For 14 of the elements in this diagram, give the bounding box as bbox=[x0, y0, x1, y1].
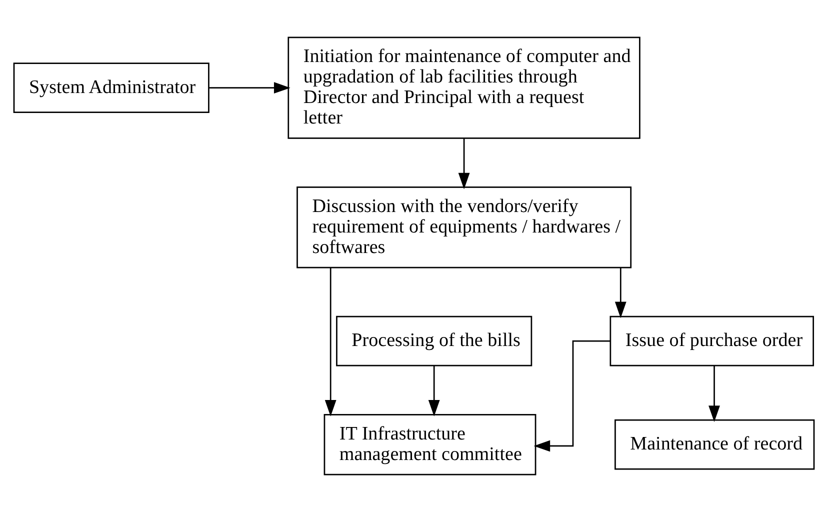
node-box: Processing of the bills bbox=[336, 315, 532, 366]
node-box: Maintenance of record bbox=[614, 418, 815, 470]
node-box: Issue of purchase order bbox=[610, 315, 814, 366]
arrow bbox=[534, 340, 610, 452]
node-box: IT Infrastructure management committee bbox=[324, 413, 536, 475]
arrow bbox=[428, 365, 440, 416]
arrow bbox=[614, 267, 626, 318]
arrow bbox=[708, 365, 720, 422]
arrow bbox=[458, 138, 470, 189]
node-box: Discussion with the vendors/verify requirement of equipments / hardwares / softwares bbox=[296, 186, 632, 268]
node-box: System Administrator bbox=[13, 62, 210, 113]
node-box: Initiation for maintenance of computer and upgradation of lab facilities through Director and Principal with a request letter bbox=[288, 36, 640, 138]
arrow bbox=[209, 82, 290, 94]
arrow bbox=[324, 267, 336, 416]
